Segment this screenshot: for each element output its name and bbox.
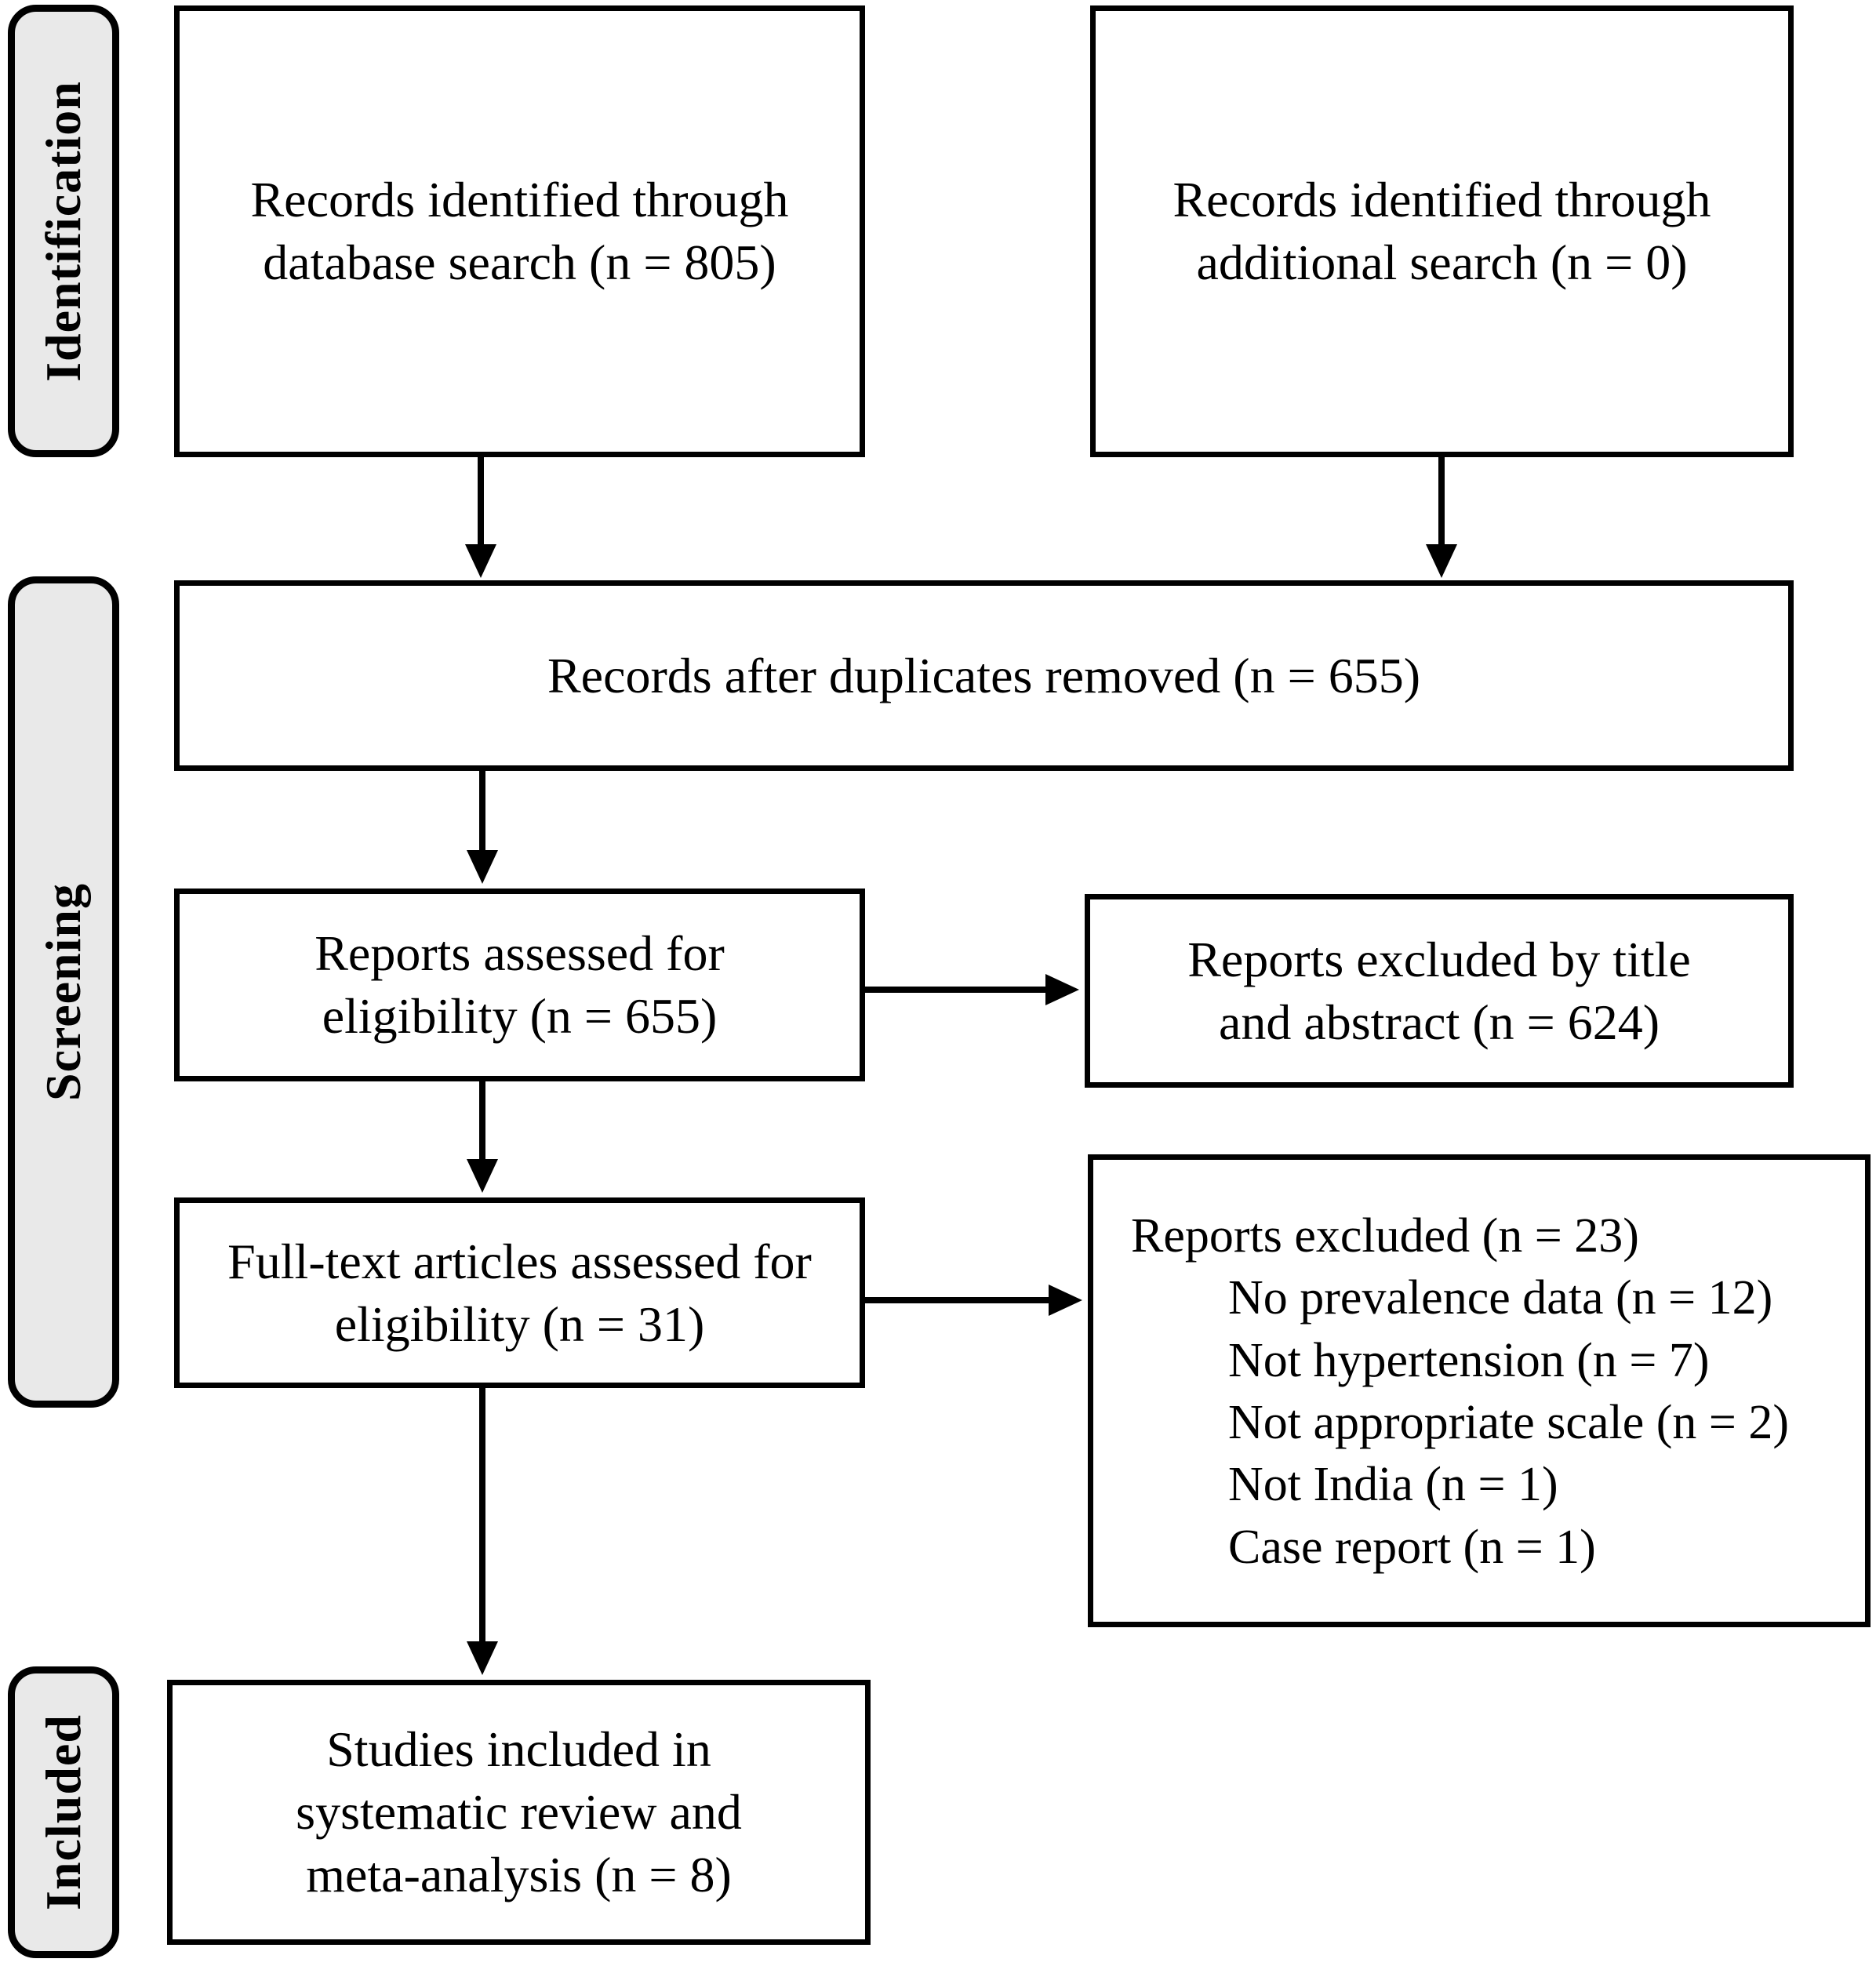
stage-label-included-text: Included [35, 1714, 91, 1910]
excluded-reasons-title: Reports excluded (n = 23) [1131, 1209, 1639, 1263]
stage-label-screening: Screening [8, 576, 119, 1408]
excluded-reason-item: Not India (n = 1) [1228, 1458, 1558, 1512]
excluded-reason-item: Case report (n = 1) [1228, 1520, 1596, 1574]
arrowhead-duplicates-to-assessed [467, 850, 498, 884]
stage-label-identification: Identification [8, 5, 119, 457]
excluded-reason-item: Not appropriate scale (n = 2) [1228, 1396, 1789, 1450]
arrowhead-fulltext-to-included [467, 1641, 498, 1675]
box-records-additional-search-text: Records identified through additional se… [1172, 172, 1711, 290]
box-included-studies-text: Studies included in systematic review an… [296, 1721, 742, 1902]
box-records-additional-search: Records identified through additional se… [1090, 5, 1794, 457]
box-excluded-reasons: Reports excluded (n = 23) No prevalence … [1088, 1154, 1871, 1627]
box-reports-assessed-text: Reports assessed for eligibility (n = 65… [314, 925, 725, 1044]
box-included-studies: Studies included in systematic review an… [167, 1680, 871, 1945]
arrowhead-assessed-to-excluded [1045, 974, 1079, 1005]
excluded-reason-item: Not hypertension (n = 7) [1228, 1333, 1710, 1387]
box-excluded-title-abstract-text: Reports excluded by title and abstract (… [1187, 931, 1691, 1050]
box-fulltext-assessed-text: Full-text articles assessed for eligibil… [227, 1233, 812, 1352]
excluded-reason-item: No prevalence data (n = 12) [1228, 1271, 1773, 1325]
box-records-database-search: Records identified through database sear… [174, 5, 865, 457]
box-fulltext-assessed: Full-text articles assessed for eligibil… [174, 1197, 865, 1388]
stage-label-identification-text: Identification [35, 80, 91, 382]
box-duplicates-removed: Records after duplicates removed (n = 65… [174, 580, 1794, 771]
box-records-database-search-text: Records identified through database sear… [250, 172, 789, 290]
box-reports-assessed: Reports assessed for eligibility (n = 65… [174, 889, 865, 1081]
box-excluded-title-abstract: Reports excluded by title and abstract (… [1085, 894, 1794, 1088]
arrowhead-db-to-duplicates [465, 544, 496, 578]
arrowhead-fulltext-to-reasons [1049, 1285, 1082, 1316]
arrowhead-additional-to-duplicates [1426, 544, 1457, 578]
arrowhead-assessed-to-fulltext [467, 1159, 498, 1193]
box-duplicates-removed-text: Records after duplicates removed (n = 65… [547, 647, 1421, 703]
stage-label-screening-text: Screening [35, 882, 91, 1102]
stage-label-included: Included [8, 1666, 119, 1958]
